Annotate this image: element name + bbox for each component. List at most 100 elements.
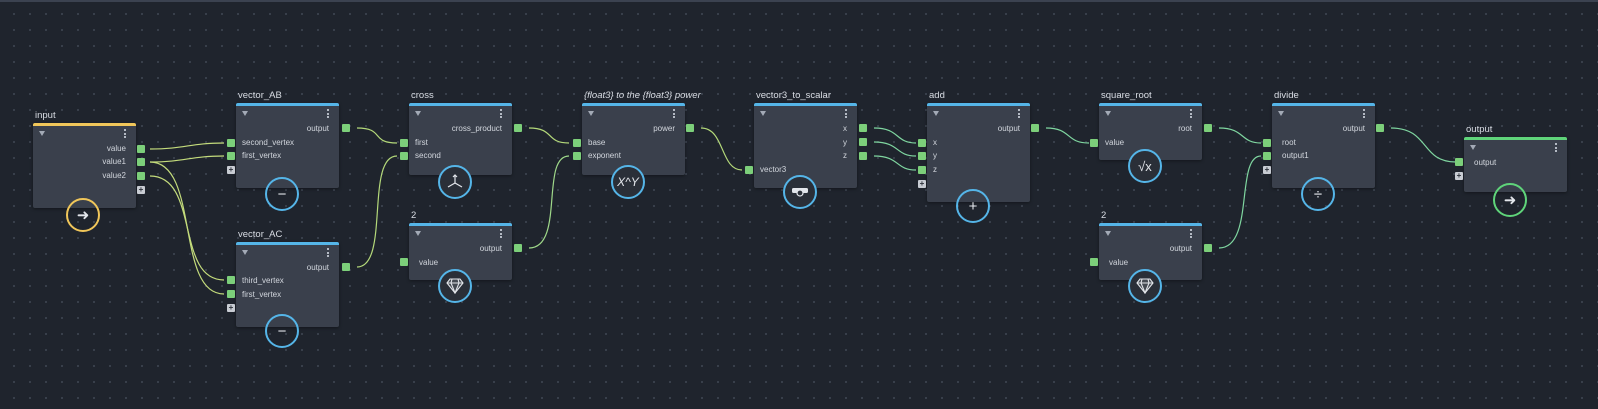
power-node-title: {float3} to the {float3} power — [584, 90, 701, 101]
const-b-output-port[interactable] — [1204, 244, 1212, 252]
power-xy-icon: X^Y — [611, 165, 645, 199]
collapse-caret-icon[interactable] — [415, 111, 421, 116]
input-output-port-value[interactable] — [137, 145, 145, 153]
vector-ab-node-title: vector_AB — [238, 90, 282, 101]
add-node-title: add — [929, 90, 945, 101]
const-b-input-port-value[interactable] — [1090, 258, 1098, 266]
wire-vector-ac-to-cross-second — [356, 155, 398, 268]
const-a-output-port[interactable] — [514, 244, 522, 252]
node-menu-icon[interactable] — [500, 229, 502, 240]
divide-output-port[interactable] — [1376, 124, 1384, 132]
vector-ac-input-port-first-vertex[interactable] — [227, 290, 235, 298]
cross-input-port-first[interactable] — [400, 139, 408, 147]
power-input-label-base: base — [588, 138, 606, 147]
cross-output-label: cross_product — [451, 124, 502, 133]
vector-ac-input-port-third-vertex[interactable] — [227, 276, 235, 284]
node-menu-icon[interactable] — [845, 109, 847, 120]
node-menu-icon[interactable] — [327, 248, 329, 259]
power-input-port-exponent[interactable] — [573, 152, 581, 160]
output-node[interactable]: output ➜ — [1464, 137, 1567, 217]
wire-cross-to-power-base — [528, 127, 570, 144]
input-arrow-icon: ➜ — [66, 198, 100, 232]
add-output-port[interactable] — [1031, 124, 1039, 132]
input-output-port-value1[interactable] — [137, 158, 145, 166]
cross-input-label-first: first — [415, 138, 428, 147]
wire-x-to-add-x — [873, 127, 917, 144]
vector-ac-node[interactable]: output third_vertex first_vertex − — [236, 242, 339, 348]
collapse-caret-icon[interactable] — [588, 111, 594, 116]
add-port-icon[interactable]: + — [1455, 171, 1463, 180]
vec2scalar-output-port-z[interactable] — [859, 152, 867, 160]
collapse-caret-icon[interactable] — [242, 250, 248, 255]
cross-input-port-second[interactable] — [400, 152, 408, 160]
divide-input-label-root: root — [1282, 138, 1296, 147]
node-menu-icon[interactable] — [1190, 109, 1192, 120]
const-b-node[interactable]: output value — [1099, 223, 1202, 303]
wire-input-value-to-vector-ab-second-vertex — [149, 142, 225, 150]
collapse-caret-icon[interactable] — [242, 111, 248, 116]
vector-ab-input-port-first-vertex[interactable] — [227, 152, 235, 160]
collapse-caret-icon[interactable] — [1105, 111, 1111, 116]
vec2scalar-output-port-x[interactable] — [859, 124, 867, 132]
const-a-input-port-value[interactable] — [400, 258, 408, 266]
node-menu-icon[interactable] — [1190, 229, 1192, 240]
node-header-bar — [1272, 103, 1375, 106]
vector-ab-output-port[interactable] — [342, 124, 350, 132]
divide-input-port-root[interactable] — [1263, 139, 1271, 147]
add-port-icon[interactable]: + — [1263, 165, 1271, 174]
node-menu-icon[interactable] — [124, 129, 126, 140]
square-root-input-port-value[interactable] — [1090, 139, 1098, 147]
collapse-caret-icon[interactable] — [933, 111, 939, 116]
vec2scalar-node-title: vector3_to_scalar — [756, 90, 831, 101]
output-input-port[interactable] — [1455, 158, 1463, 166]
wire-z-to-add-z — [873, 155, 917, 171]
add-port-icon[interactable]: + — [227, 303, 235, 312]
power-output-port[interactable] — [686, 124, 694, 132]
divide-node[interactable]: output root output1 ÷ — [1272, 103, 1375, 211]
square-root-node[interactable]: root value √x — [1099, 103, 1202, 183]
cross-output-port[interactable] — [514, 124, 522, 132]
canvas-top-border — [0, 0, 1598, 2]
add-input-port-x[interactable] — [918, 139, 926, 147]
add-port-icon[interactable]: + — [137, 185, 145, 194]
power-node[interactable]: power base exponent X^Y — [582, 103, 685, 199]
vec2scalar-input-port-vector3[interactable] — [745, 166, 753, 174]
vector-ac-node-title: vector_AC — [238, 229, 283, 240]
input-port-label-value: value — [106, 144, 126, 153]
collapse-caret-icon[interactable] — [1470, 145, 1476, 150]
add-input-port-z[interactable] — [918, 166, 926, 174]
vec2scalar-node[interactable]: x y z vector3 — [754, 103, 857, 209]
add-input-port-y[interactable] — [918, 152, 926, 160]
vector-ab-input-port-second-vertex[interactable] — [227, 139, 235, 147]
node-menu-icon[interactable] — [500, 109, 502, 120]
add-port-icon[interactable]: + — [227, 165, 235, 174]
add-node[interactable]: output x y z + — [927, 103, 1030, 223]
vector-ab-input-label-first-vertex: first_vertex — [242, 151, 282, 160]
node-menu-icon[interactable] — [673, 109, 675, 120]
const-a-node[interactable]: output value — [409, 223, 512, 303]
collapse-caret-icon[interactable] — [39, 131, 45, 136]
collapse-caret-icon[interactable] — [415, 231, 421, 236]
add-input-label-x: x — [933, 138, 937, 147]
node-menu-icon[interactable] — [1018, 109, 1020, 120]
node-menu-icon[interactable] — [1555, 143, 1557, 154]
collapse-caret-icon[interactable] — [1278, 111, 1284, 116]
vec2scalar-output-port-y[interactable] — [859, 138, 867, 146]
node-menu-icon[interactable] — [327, 109, 329, 120]
vector-ac-input-label-third-vertex: third_vertex — [242, 276, 284, 285]
square-root-output-port[interactable] — [1204, 124, 1212, 132]
cross-node[interactable]: cross_product first second — [409, 103, 512, 199]
node-menu-icon[interactable] — [1363, 109, 1365, 120]
vector-ac-output-port[interactable] — [342, 263, 350, 271]
wire-root-to-divide-root — [1218, 127, 1262, 144]
node-header-bar — [409, 223, 512, 226]
input-output-port-value2[interactable] — [137, 172, 145, 180]
input-node[interactable]: value value1 value2 ➜ — [33, 123, 136, 232]
collapse-caret-icon[interactable] — [760, 111, 766, 116]
collapse-caret-icon[interactable] — [1105, 231, 1111, 236]
divide-output-label: output — [1342, 124, 1365, 133]
power-input-port-base[interactable] — [573, 139, 581, 147]
vector-ab-node[interactable]: output second_vertex first_vertex − — [236, 103, 339, 211]
add-port-icon[interactable]: + — [918, 179, 926, 188]
divide-input-port-output1[interactable] — [1263, 152, 1271, 160]
